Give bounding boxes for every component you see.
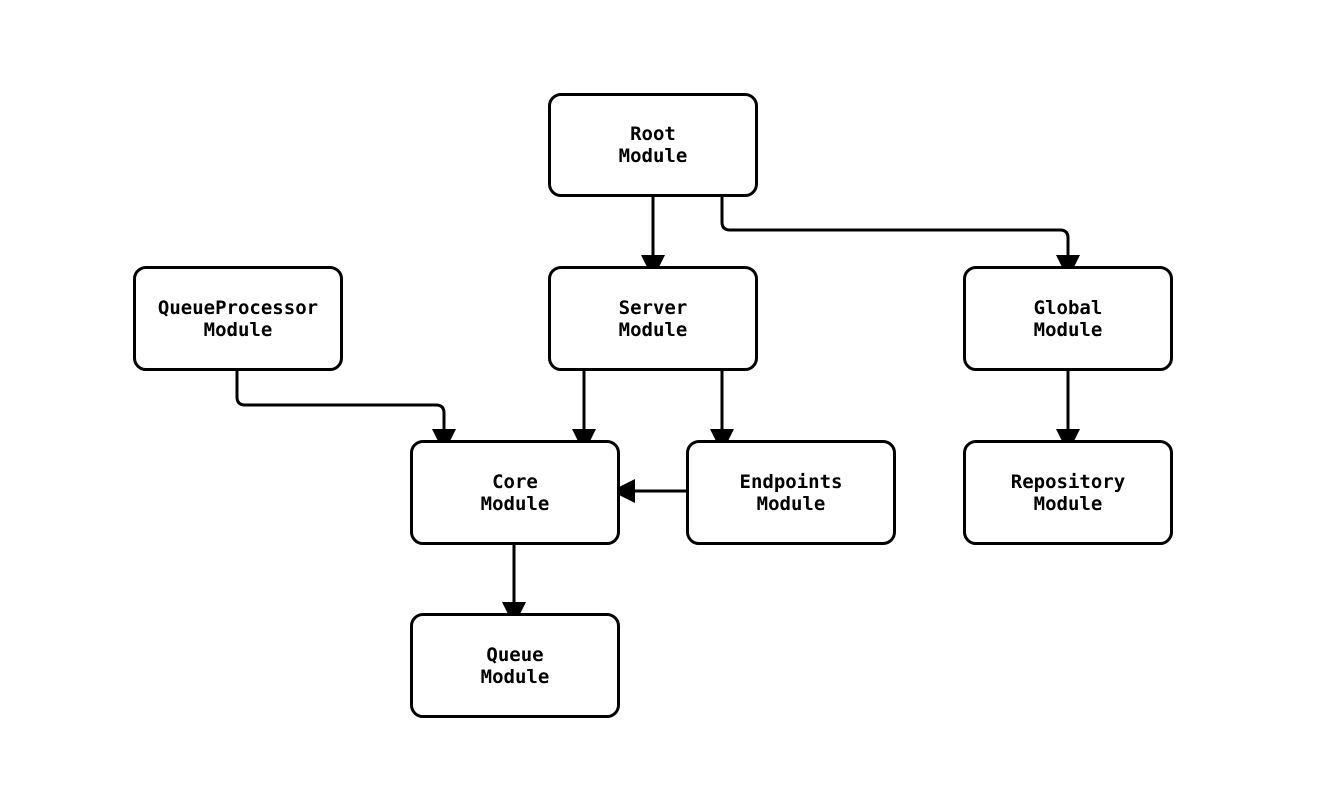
- repository-module-node[interactable]: Repository Module: [963, 440, 1173, 545]
- queueprocessor-module-label: QueueProcessor Module: [157, 296, 319, 341]
- core-module-label: Core Module: [480, 470, 550, 515]
- server-module-node[interactable]: Server Module: [548, 266, 758, 371]
- queueprocessor-module-node[interactable]: QueueProcessor Module: [133, 266, 343, 371]
- global-module-label: Global Module: [1033, 296, 1103, 341]
- edge-queueprocessor-to-core: [235, 371, 456, 453]
- queue-module-label: Queue Module: [480, 643, 550, 688]
- core-module-node[interactable]: Core Module: [410, 440, 620, 545]
- server-module-label: Server Module: [618, 296, 688, 341]
- endpoints-module-node[interactable]: Endpoints Module: [686, 440, 896, 545]
- global-module-node[interactable]: Global Module: [963, 266, 1173, 371]
- endpoints-module-label: Endpoints Module: [739, 470, 843, 515]
- repository-module-label: Repository Module: [1010, 470, 1126, 515]
- root-module-label: Root Module: [618, 123, 688, 167]
- root-module-node[interactable]: Root Module: [548, 93, 758, 197]
- edge-root-to-global: [720, 197, 1080, 279]
- queue-module-node[interactable]: Queue Module: [410, 613, 620, 718]
